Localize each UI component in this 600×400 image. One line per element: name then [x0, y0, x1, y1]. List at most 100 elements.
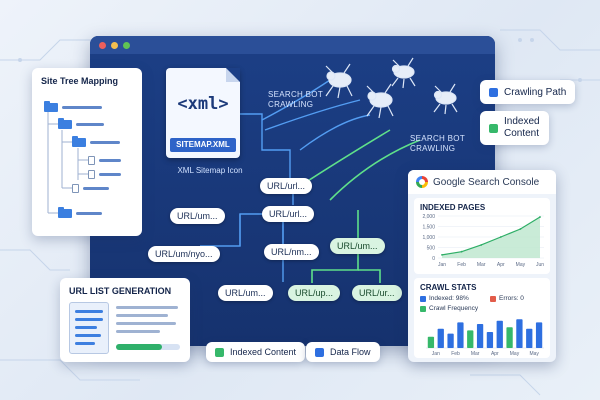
- green-flow-line: [329, 139, 421, 201]
- search-bot-spider-icon: [366, 83, 394, 119]
- data-point: [499, 236, 502, 238]
- legend-crawling-path: Crawling Path: [480, 80, 576, 104]
- legend-bottom-flow: Data Flow: [306, 342, 380, 362]
- x-tick-label: Mar: [471, 351, 480, 357]
- data-flow-swatch: [315, 347, 324, 357]
- x-tick-label: Feb: [457, 262, 466, 268]
- site-tree-title: Site Tree Mapping: [41, 76, 119, 86]
- crawl-bar: [457, 322, 464, 348]
- flow-line-to-bot: [299, 114, 371, 151]
- folder-icon: [58, 206, 72, 218]
- x-tick-label: May: [510, 351, 520, 357]
- tree-folder[interactable]: [72, 135, 120, 147]
- close-dot-icon[interactable]: [99, 41, 106, 49]
- stat-errors: Errors: 0: [490, 295, 524, 302]
- window-title-bar: [90, 36, 495, 54]
- url-node-indexed[interactable]: URL/um...: [330, 238, 385, 254]
- url-list-title: URL LIST GENERATION: [69, 286, 172, 296]
- generation-progress-fill: [116, 344, 163, 350]
- y-tick-label: 1,000: [422, 235, 435, 241]
- green-flow-line: [358, 269, 381, 283]
- url-node[interactable]: URL/nm...: [264, 244, 319, 260]
- crawl-bar: [486, 332, 494, 348]
- data-point: [539, 216, 541, 218]
- x-tick-label: Jan: [432, 351, 440, 357]
- xml-caption: XML Sitemap Icon: [177, 166, 243, 175]
- tree-folder-root[interactable]: [44, 100, 102, 112]
- url-node[interactable]: URL/url...: [260, 178, 313, 194]
- maximize-dot-icon[interactable]: [123, 41, 130, 49]
- errors-swatch-icon: [490, 295, 496, 302]
- y-tick-label: 1,500: [422, 225, 435, 231]
- tree-connector-lines: [47, 108, 88, 214]
- url-node[interactable]: URL/um...: [170, 208, 225, 224]
- legend-indexed-content: Indexed Content: [480, 111, 549, 145]
- file-icon: [72, 183, 79, 193]
- file-icon: [88, 155, 95, 165]
- crawl-bar: [476, 324, 484, 348]
- url-list-doc-icon: [69, 302, 109, 354]
- sitemap-filename: SITEMAP.XML: [170, 138, 236, 152]
- crawling-path-swatch: [489, 87, 498, 97]
- green-flow-line: [299, 129, 391, 187]
- x-tick-label: Apr: [497, 262, 505, 268]
- minimize-dot-icon[interactable]: [111, 41, 118, 49]
- crawl-bar: [516, 319, 523, 348]
- url-node[interactable]: URL/um...: [218, 285, 273, 301]
- legend-bottom-indexed: Indexed Content: [206, 342, 306, 362]
- y-tick-label: 2,000: [422, 214, 435, 220]
- url-node[interactable]: URL/um/nyo...: [148, 246, 220, 262]
- search-bot-label-right: SEARCH BOT CRAWLING: [410, 134, 466, 153]
- url-node[interactable]: URL/url...: [262, 206, 315, 222]
- crawl-stats-card: CRAWL STATS Indexed: 98% Errors: 0 Crawl…: [414, 278, 550, 358]
- xml-tag-label: <xml>: [177, 94, 229, 114]
- stat-frequency: Crawl Frequency: [420, 305, 478, 312]
- frequency-swatch-icon: [420, 305, 426, 312]
- x-tick-label: Jan: [438, 262, 446, 268]
- data-point: [519, 228, 522, 230]
- green-flow-line: [311, 252, 359, 283]
- folder-icon: [44, 100, 58, 112]
- url-node-indexed[interactable]: URL/up...: [288, 285, 341, 301]
- stat-indexed: Indexed: 98%: [420, 295, 469, 302]
- y-tick-label: 0: [432, 256, 435, 262]
- indexed-pages-title: INDEXED PAGES: [420, 203, 486, 212]
- xml-sitemap-icon: <xml> SITEMAP.XML: [166, 68, 240, 158]
- tree-file[interactable]: [88, 169, 121, 179]
- crawl-bar: [447, 333, 454, 348]
- y-tick-label: 500: [427, 246, 436, 252]
- crawl-bar: [496, 320, 503, 348]
- x-tick-label: Feb: [451, 351, 460, 357]
- data-point: [441, 253, 443, 256]
- url-node-indexed[interactable]: URL/ur...: [352, 285, 402, 301]
- tree-file[interactable]: [88, 155, 121, 165]
- x-tick-label: Apr: [491, 351, 499, 357]
- search-bot-label-top: SEARCH BOT CRAWLING: [268, 90, 324, 109]
- site-tree-panel: Site Tree Mapping: [32, 68, 142, 236]
- generation-progress-bar: [116, 344, 180, 350]
- google-logo-icon: [416, 176, 428, 188]
- tree-folder[interactable]: [58, 206, 102, 218]
- indexed-swatch-icon: [420, 295, 426, 302]
- indexed-area: [442, 217, 540, 258]
- search-console-header: Google Search Console: [408, 170, 556, 194]
- indexed-line: [441, 216, 541, 256]
- crawl-bar: [437, 328, 444, 348]
- search-console-panel: Google Search Console INDEXED PAGES 2,00…: [408, 170, 556, 362]
- x-tick-label: May: [516, 262, 526, 268]
- crawl-bar: [506, 327, 513, 348]
- x-tick-label: Mar: [477, 262, 486, 268]
- crawl-bar: [467, 330, 474, 348]
- x-tick-label: Jun: [536, 262, 544, 268]
- flow-line-xml-to-url: [240, 113, 291, 180]
- indexed-swatch: [215, 347, 224, 357]
- search-bot-spider-icon: [391, 57, 416, 89]
- tree-file[interactable]: [72, 183, 109, 193]
- flow-line-to-bot: [261, 79, 331, 121]
- tree-folder[interactable]: [58, 117, 104, 129]
